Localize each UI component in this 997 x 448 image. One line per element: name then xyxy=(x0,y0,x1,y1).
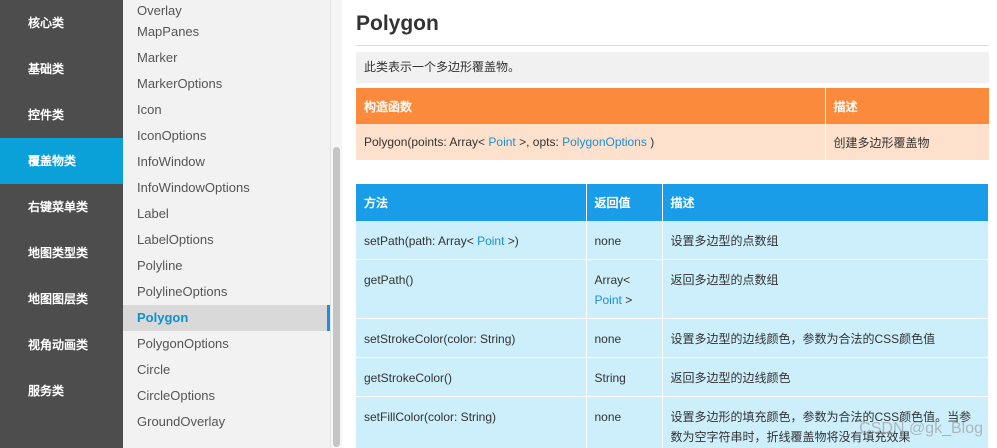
method-header-row: 方法 返回值 描述 xyxy=(356,184,989,221)
category-item-overlays[interactable]: 覆盖物类 xyxy=(0,138,123,184)
class-item-labeloptions[interactable]: LabelOptions xyxy=(137,232,214,247)
class-item-icon[interactable]: Icon xyxy=(137,102,162,117)
main-content: Polygon 此类表示一个多边形覆盖物。 构造函数 描述 Polygon(po… xyxy=(343,0,997,448)
sig-text: setPath(path: Array< xyxy=(364,234,478,248)
constructor-header: 构造函数 xyxy=(356,88,826,124)
method-description: 返回多边型的点数组 xyxy=(662,259,989,319)
method-description: 设置多边型的边线颜色，参数为合法的CSS颜色值 xyxy=(662,318,989,358)
return-value: none xyxy=(586,318,663,358)
class-item-overlay[interactable]: Overlay xyxy=(137,3,182,18)
method-row: setFillColor(color: String) none 设置多边形的填… xyxy=(356,396,989,448)
class-item-polygon[interactable]: Polygon xyxy=(123,305,330,331)
page-title: Polygon xyxy=(356,12,439,35)
return-text: > xyxy=(621,293,633,307)
return-value: none xyxy=(586,221,663,260)
category-item-core[interactable]: 核心类 xyxy=(28,16,65,30)
sig-text: >) xyxy=(504,234,519,248)
method-table: 方法 返回值 描述 setPath(path: Array< Point >) … xyxy=(356,184,989,448)
method-header: 方法 xyxy=(356,184,587,221)
class-item-mappanes[interactable]: MapPanes xyxy=(137,24,200,39)
class-list-scrollbar[interactable] xyxy=(330,0,342,448)
method-desc-header: 描述 xyxy=(662,184,989,221)
constructor-desc-header: 描述 xyxy=(825,88,989,124)
method-row: getStrokeColor() String 返回多边型的边线颜色 xyxy=(356,357,989,397)
class-item-polyline[interactable]: Polyline xyxy=(137,258,183,273)
scrollbar-thumb[interactable] xyxy=(333,147,340,447)
method-signature: getStrokeColor() xyxy=(356,357,587,397)
class-item-label[interactable]: Label xyxy=(137,206,169,221)
class-item-marker[interactable]: Marker xyxy=(137,50,178,65)
sig-prefix: Polygon(points: Array< xyxy=(364,135,489,149)
method-description: 设置多边形的填充颜色，参数为合法的CSS颜色值。当参数为空字符串时，折线覆盖物将… xyxy=(662,396,989,448)
method-signature: setPath(path: Array< Point >) xyxy=(356,221,587,260)
category-item-view-animation[interactable]: 视角动画类 xyxy=(28,338,89,352)
method-description: 设置多边型的点数组 xyxy=(662,221,989,260)
method-row: getPath() Array< Point > 返回多边型的点数组 xyxy=(356,259,989,319)
category-item-base[interactable]: 基础类 xyxy=(28,62,65,76)
sig-mid: >, opts: xyxy=(515,135,563,149)
method-signature: setStrokeColor(color: String) xyxy=(356,318,587,358)
method-row: setStrokeColor(color: String) none 设置多边型… xyxy=(356,318,989,358)
class-description: 此类表示一个多边形覆盖物。 xyxy=(356,52,989,83)
title-divider xyxy=(356,45,989,46)
category-item-map-types[interactable]: 地图类型类 xyxy=(28,246,89,260)
class-item-polylineoptions[interactable]: PolylineOptions xyxy=(137,284,228,299)
method-description: 返回多边型的边线颜色 xyxy=(662,357,989,397)
return-value: String xyxy=(586,357,663,397)
point-link[interactable]: Point xyxy=(477,234,505,248)
constructor-header-row: 构造函数 描述 xyxy=(356,88,989,124)
method-signature: getPath() xyxy=(356,259,587,319)
constructor-description: 创建多边形覆盖物 xyxy=(825,124,989,160)
return-value: Array< Point > xyxy=(586,259,663,319)
polygonoptions-link[interactable]: PolygonOptions xyxy=(562,135,647,149)
class-item-circleoptions[interactable]: CircleOptions xyxy=(137,388,216,403)
constructor-table: 构造函数 描述 Polygon(points: Array< Point >, … xyxy=(356,88,989,160)
class-list: Overlay MapPanes Marker MarkerOptions Ic… xyxy=(123,0,330,448)
point-link[interactable]: Point xyxy=(594,293,622,307)
class-item-infowindow[interactable]: InfoWindow xyxy=(137,154,205,169)
return-value: none xyxy=(586,396,663,448)
method-row: setPath(path: Array< Point >) none 设置多边型… xyxy=(356,221,989,260)
category-sidebar: 核心类 基础类 控件类 覆盖物类 右键菜单类 地图类型类 地图图层类 视角动画类… xyxy=(0,0,123,448)
class-item-groundoverlay[interactable]: GroundOverlay xyxy=(137,414,226,429)
class-item-iconoptions[interactable]: IconOptions xyxy=(137,128,207,143)
return-text: Array< xyxy=(594,273,631,287)
class-item-circle[interactable]: Circle xyxy=(137,362,171,377)
constructor-signature: Polygon(points: Array< Point >, opts: Po… xyxy=(356,124,826,160)
category-item-controls[interactable]: 控件类 xyxy=(28,108,65,122)
category-item-map-layers[interactable]: 地图图层类 xyxy=(28,292,89,306)
sig-suffix: ) xyxy=(646,135,655,149)
method-signature: setFillColor(color: String) xyxy=(356,396,587,448)
class-item-markeroptions[interactable]: MarkerOptions xyxy=(137,76,223,91)
watermark: CSDN @gk_Blog xyxy=(859,420,983,437)
constructor-row: Polygon(points: Array< Point >, opts: Po… xyxy=(356,124,989,160)
class-item-infowindowoptions[interactable]: InfoWindowOptions xyxy=(137,180,250,195)
category-item-context-menu[interactable]: 右键菜单类 xyxy=(28,200,89,214)
class-item-polygonoptions[interactable]: PolygonOptions xyxy=(137,336,229,351)
return-header: 返回值 xyxy=(586,184,663,221)
category-item-services[interactable]: 服务类 xyxy=(28,384,65,398)
point-link[interactable]: Point xyxy=(488,135,516,149)
